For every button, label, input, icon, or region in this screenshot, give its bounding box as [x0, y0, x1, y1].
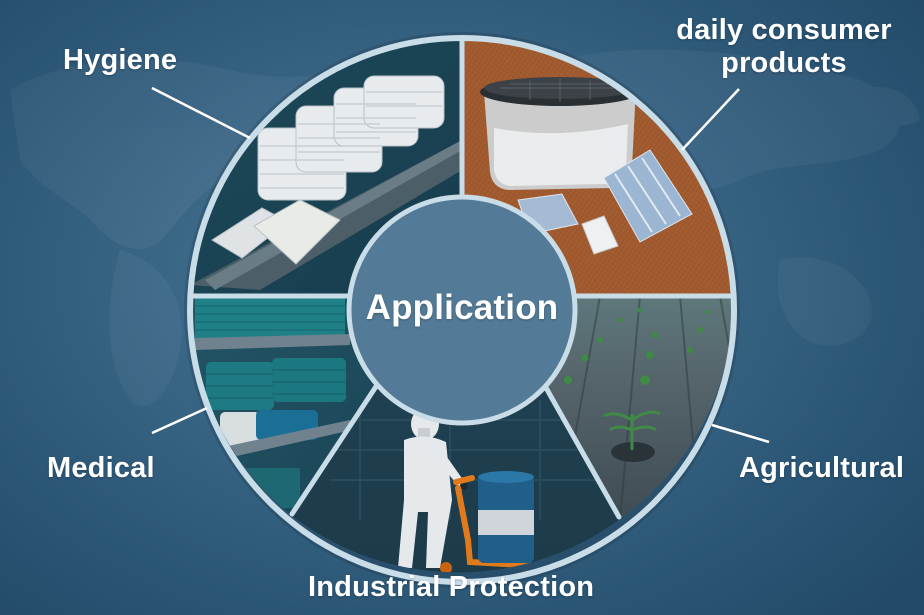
- leader-line-agricultural: [711, 423, 770, 444]
- segment-dividers: [187, 37, 736, 520]
- blue-drum-image: [478, 471, 534, 563]
- outer-ring: [187, 35, 737, 585]
- label-hygiene: Hygiene: [63, 44, 178, 76]
- label-medical: Medical: [47, 452, 155, 484]
- label-daily-consumer-products: daily consumer products: [668, 14, 900, 81]
- label-industrial-protection: Industrial Protection: [308, 571, 595, 603]
- label-agricultural: Agricultural: [739, 452, 905, 484]
- leader-line-medical: [151, 406, 208, 435]
- leader-line-consumer: [681, 88, 740, 151]
- seedlings-image: [564, 307, 711, 462]
- leader-lines: [151, 86, 770, 444]
- leader-line-hygiene: [151, 86, 251, 140]
- label-consumer-line2: products: [721, 47, 847, 80]
- center-title: Application: [365, 288, 559, 327]
- center-disc: [346, 194, 578, 426]
- desiccant-container-image: [480, 77, 640, 190]
- label-consumer-line1: daily consumer: [676, 14, 892, 46]
- hand-truck-image: [453, 475, 543, 569]
